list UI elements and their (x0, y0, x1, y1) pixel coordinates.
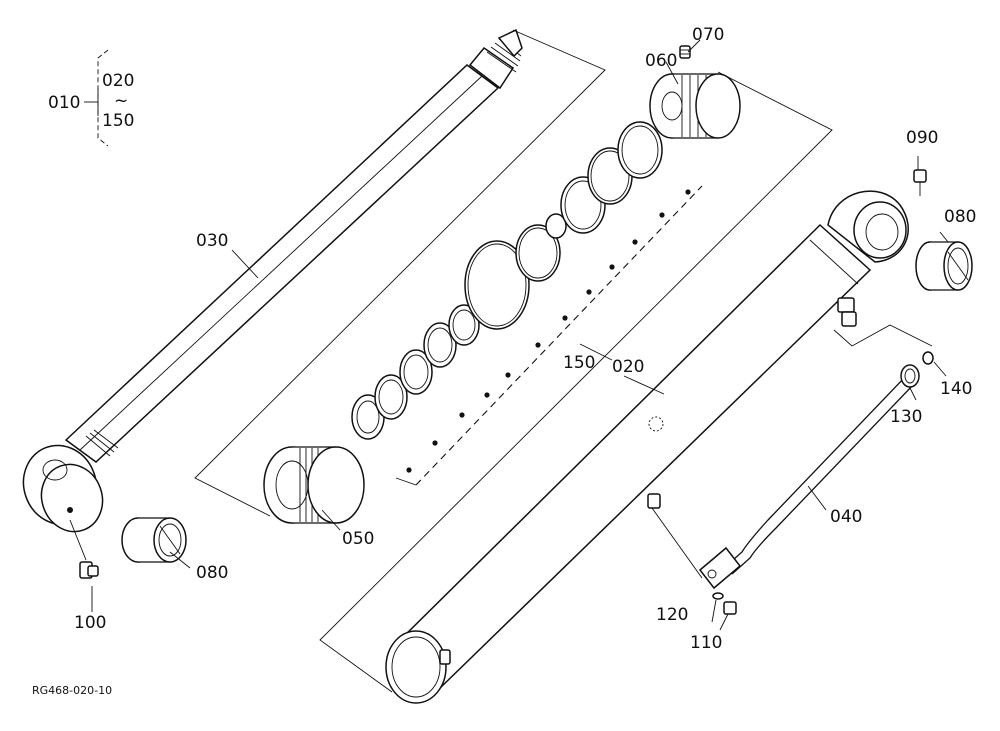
piston (649, 73, 741, 139)
seal-kit-rings (351, 121, 663, 440)
o-ring-140 (922, 351, 934, 365)
leader-lines (91, 39, 949, 631)
callout-030: 030 (196, 231, 228, 251)
grease-nipple-left (69, 519, 99, 579)
hydraulic-pipe (698, 375, 915, 590)
bushing-right (915, 241, 973, 291)
banjo-bolt (723, 601, 737, 615)
group-range-bracket: 010 020 ~ 150 (48, 49, 134, 147)
callout-100: 100 (74, 613, 106, 633)
bushing-left (121, 517, 187, 563)
range-start-number: 020 (102, 71, 134, 91)
seal-kit-bracket (395, 185, 703, 486)
callout-060: 060 (645, 51, 677, 71)
callout-140: 140 (940, 379, 972, 399)
callout-040: 040 (830, 507, 862, 527)
callout-110: 110 (690, 633, 722, 653)
pipe-frame-line (833, 324, 933, 347)
union-nut (900, 364, 920, 388)
callout-050: 050 (342, 529, 374, 549)
washer (712, 592, 724, 600)
set-screw (679, 45, 691, 59)
assembly-number: 010 (48, 93, 80, 113)
cylinder-tube (385, 190, 909, 704)
piston-rod (22, 28, 523, 533)
reference-code: RG468-020-10 (32, 684, 112, 697)
callout-150: 150 (563, 353, 595, 373)
callout-070: 070 (692, 25, 724, 45)
range-end-number: 150 (102, 111, 134, 131)
callout-130: 130 (890, 407, 922, 427)
callout-120: 120 (656, 605, 688, 625)
callout-080-left: 080 (196, 563, 228, 583)
cylinder-head (263, 446, 365, 524)
callout-090: 090 (906, 128, 938, 148)
rod-frame-lines (194, 29, 606, 517)
callout-080-right: 080 (944, 207, 976, 227)
piston-frame-line (319, 71, 833, 693)
grease-nipple-right (913, 169, 927, 196)
range-tilde: ~ (114, 91, 128, 111)
pipe-boss-leader (651, 507, 703, 579)
callout-020: 020 (612, 357, 644, 377)
